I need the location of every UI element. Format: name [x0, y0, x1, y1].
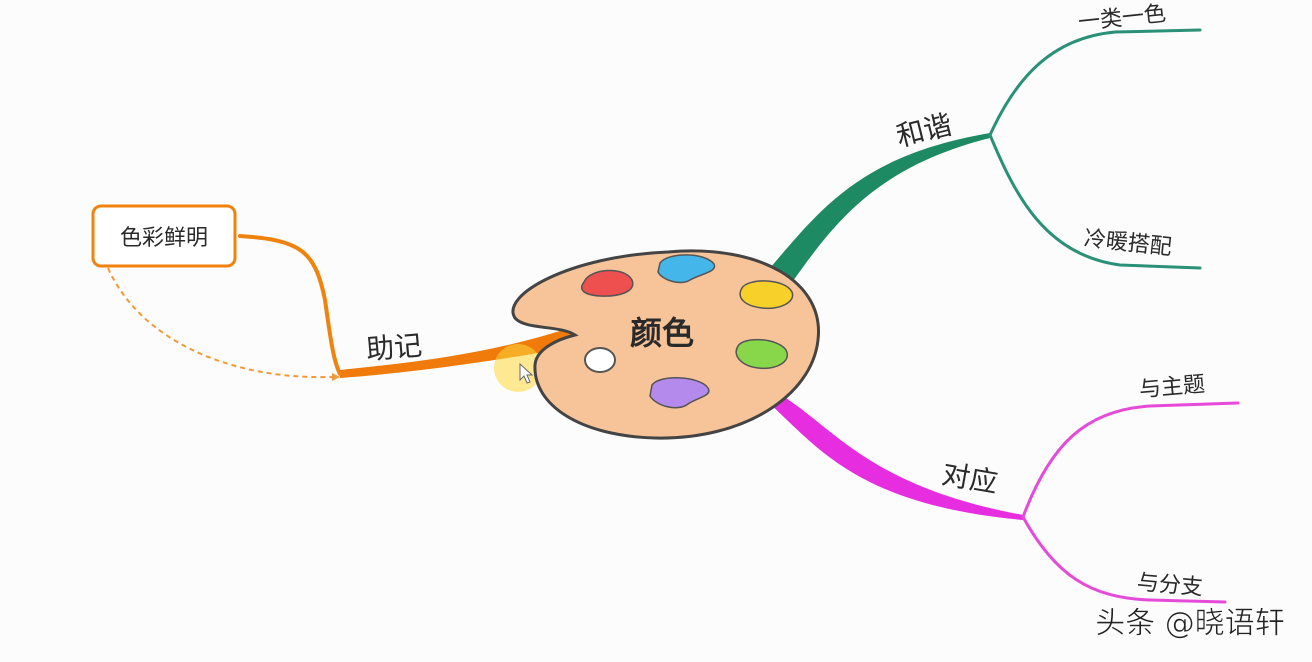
- subtopic-yu-zhuti[interactable]: 与主题: [1138, 372, 1206, 403]
- branch-hexie-trunk: [770, 133, 990, 285]
- subtopic-lengnuan-dapei[interactable]: 冷暖搭配: [1083, 226, 1173, 260]
- branch-hexie-child-line-2: [988, 133, 1202, 270]
- paint-purple: [649, 377, 710, 409]
- floating-topic-box: [91, 204, 237, 268]
- paint-red: [580, 269, 634, 297]
- subtopic-yu-fenzhi[interactable]: 与分支: [1136, 570, 1204, 601]
- paint-green: [735, 338, 788, 370]
- branch-label-duiying[interactable]: 对应: [939, 457, 1000, 499]
- floating-topic-secai-xianming[interactable]: 色彩鲜明: [91, 204, 237, 268]
- branch-zhuji-trunk: [340, 325, 585, 378]
- branch-zhuji-dashed-relation: [107, 267, 333, 379]
- dashed-relation-arrowhead: [332, 373, 340, 381]
- branch-duiying-trunk: [768, 390, 1023, 520]
- floating-topic-label: 色彩鲜明: [120, 226, 208, 251]
- cursor-icon: [519, 362, 534, 384]
- watermark: 头条 @晓语轩: [1095, 606, 1285, 641]
- branch-zhuji-connector: [238, 234, 342, 376]
- branch-label-zhuji[interactable]: 助记: [365, 329, 424, 367]
- paint-blue: [657, 254, 716, 284]
- palette-icon[interactable]: 颜色: [511, 249, 820, 440]
- palette-thumb-hole: [584, 347, 616, 373]
- branch-hexie-child-line-1: [988, 28, 1202, 137]
- paint-yellow: [739, 280, 794, 310]
- branch-duiying-child-line-2: [1021, 515, 1227, 604]
- branch-duiying-child-line-1: [1021, 401, 1240, 519]
- central-topic-label[interactable]: 颜色: [630, 314, 694, 352]
- cursor-highlight: [494, 344, 542, 392]
